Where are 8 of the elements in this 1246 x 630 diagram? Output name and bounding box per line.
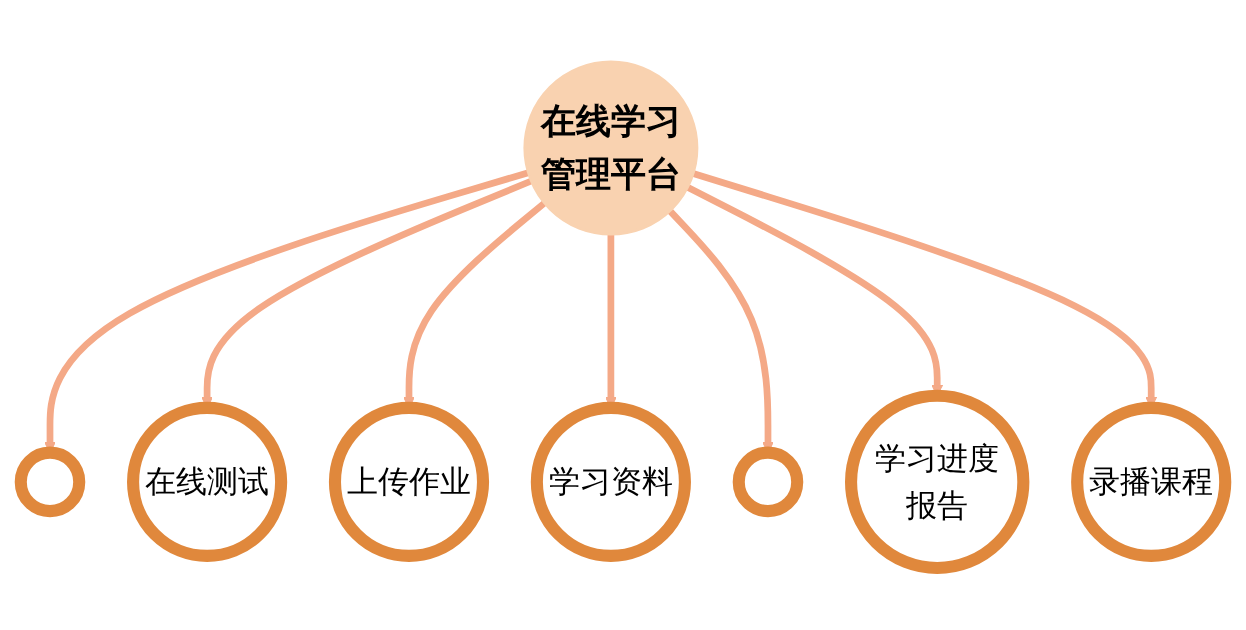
- node-circle: 学习资料: [530, 401, 691, 562]
- node-circle: 在线测试: [127, 401, 288, 562]
- node-circle: 上传作业: [328, 401, 490, 562]
- node-circle: 录播课程: [1071, 401, 1232, 562]
- node-circle: 学习进度报告: [845, 389, 1030, 575]
- node-circle: [732, 446, 804, 518]
- node-circle: 在线学习管理平台: [523, 60, 699, 236]
- node-circle: [14, 446, 86, 518]
